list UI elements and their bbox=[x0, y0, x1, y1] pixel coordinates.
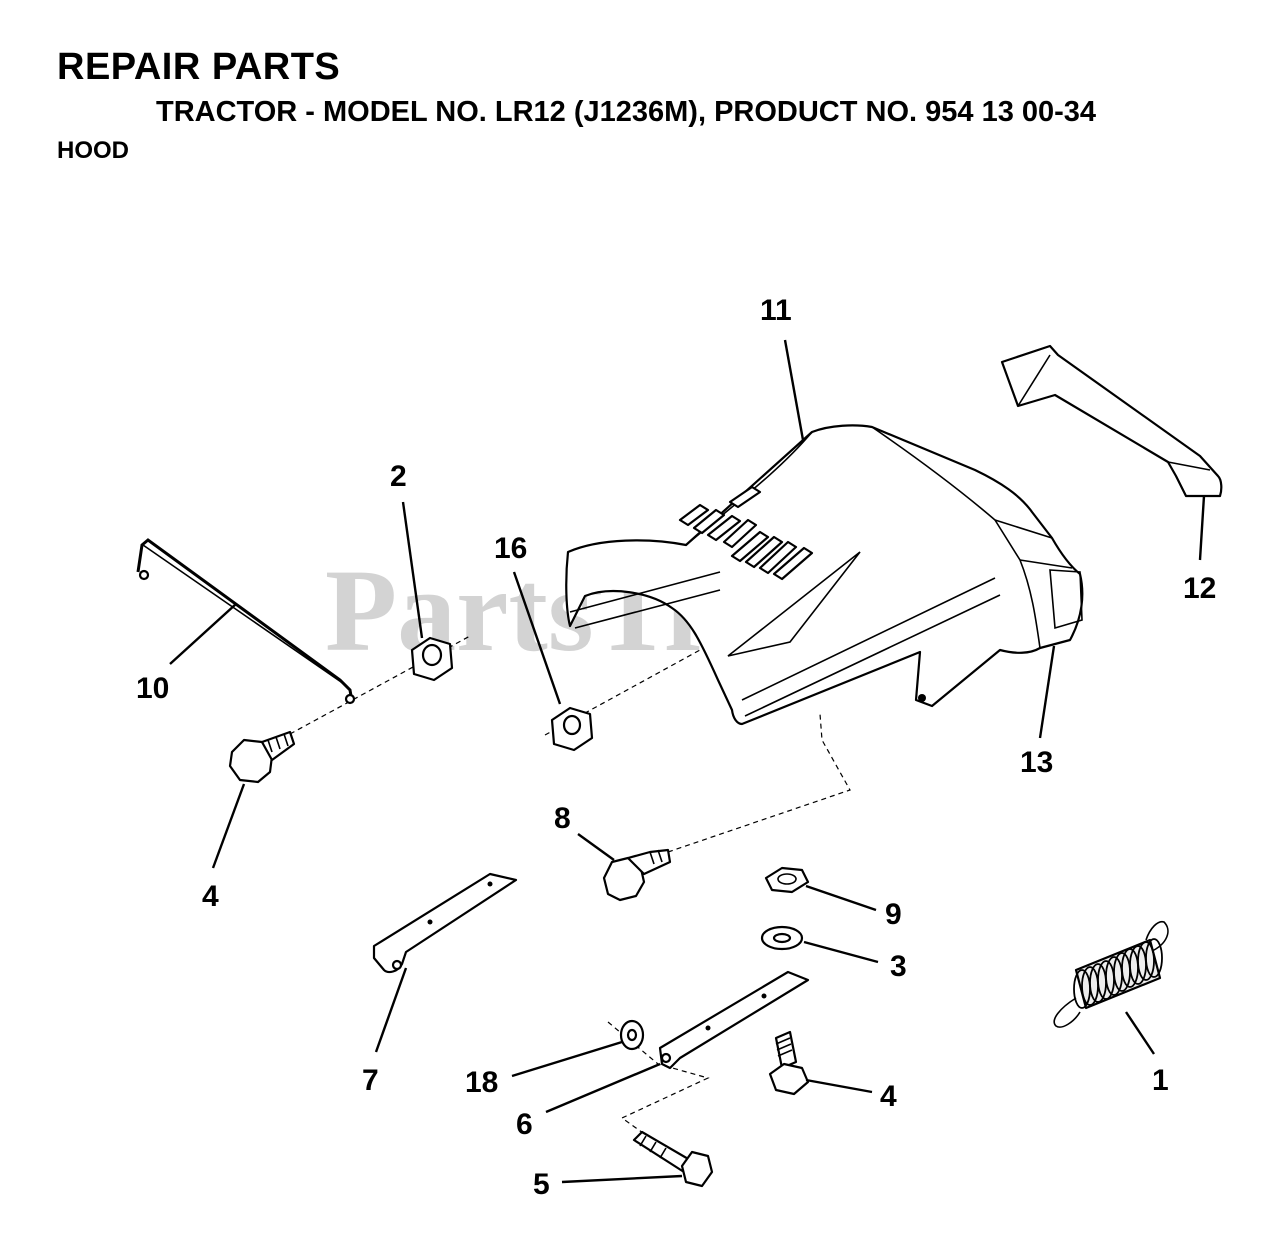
hex-nut-part-16[interactable] bbox=[550, 706, 594, 752]
bracket-part-7[interactable] bbox=[372, 872, 518, 974]
callout-4-upper: 4 bbox=[202, 880, 219, 913]
hex-bolt-part-4-lower[interactable] bbox=[768, 1030, 810, 1096]
callout-11: 11 bbox=[760, 294, 792, 327]
callout-3: 3 bbox=[890, 950, 907, 983]
callout-7: 7 bbox=[362, 1064, 379, 1097]
callout-18: 18 bbox=[465, 1066, 498, 1099]
callout-10: 10 bbox=[136, 672, 169, 705]
callout-8: 8 bbox=[554, 802, 571, 835]
support-rod-part[interactable] bbox=[136, 538, 356, 705]
washer-part-18[interactable] bbox=[619, 1019, 645, 1051]
page-title: REPAIR PARTS bbox=[57, 46, 341, 88]
callout-12: 12 bbox=[1183, 572, 1216, 605]
callout-labels: 11 12 13 2 16 10 4 8 9 3 7 18 6 4 5 1 bbox=[136, 294, 1216, 1201]
leader-lines bbox=[169, 339, 1206, 1184]
callout-6: 6 bbox=[516, 1108, 533, 1141]
callout-5: 5 bbox=[533, 1168, 550, 1201]
hex-bolt-part-4-upper[interactable] bbox=[228, 730, 296, 784]
callout-9: 9 bbox=[885, 898, 902, 931]
page-subtitle: TRACTOR - MODEL NO. LR12 (J1236M), PRODU… bbox=[156, 96, 1097, 128]
hood-vent-slots bbox=[678, 485, 814, 581]
section-label: HOOD bbox=[57, 137, 129, 164]
callout-1: 1 bbox=[1152, 1064, 1169, 1097]
callout-13: 13 bbox=[1020, 746, 1053, 779]
callout-4-lower: 4 bbox=[880, 1080, 897, 1113]
hex-bolt-part-8[interactable] bbox=[602, 848, 672, 902]
hex-nut-part[interactable] bbox=[410, 636, 454, 682]
grille-part[interactable] bbox=[1000, 344, 1223, 498]
bracket-part-6[interactable] bbox=[658, 970, 810, 1070]
washer-part-3[interactable] bbox=[760, 925, 804, 951]
callout-2: 2 bbox=[390, 460, 407, 493]
spring-part-1[interactable] bbox=[1053, 920, 1169, 1028]
hex-bolt-part-5[interactable] bbox=[632, 1130, 714, 1188]
callout-16: 16 bbox=[494, 532, 527, 565]
hood-part[interactable] bbox=[565, 424, 1084, 726]
hex-nut-part-9[interactable] bbox=[764, 866, 810, 894]
